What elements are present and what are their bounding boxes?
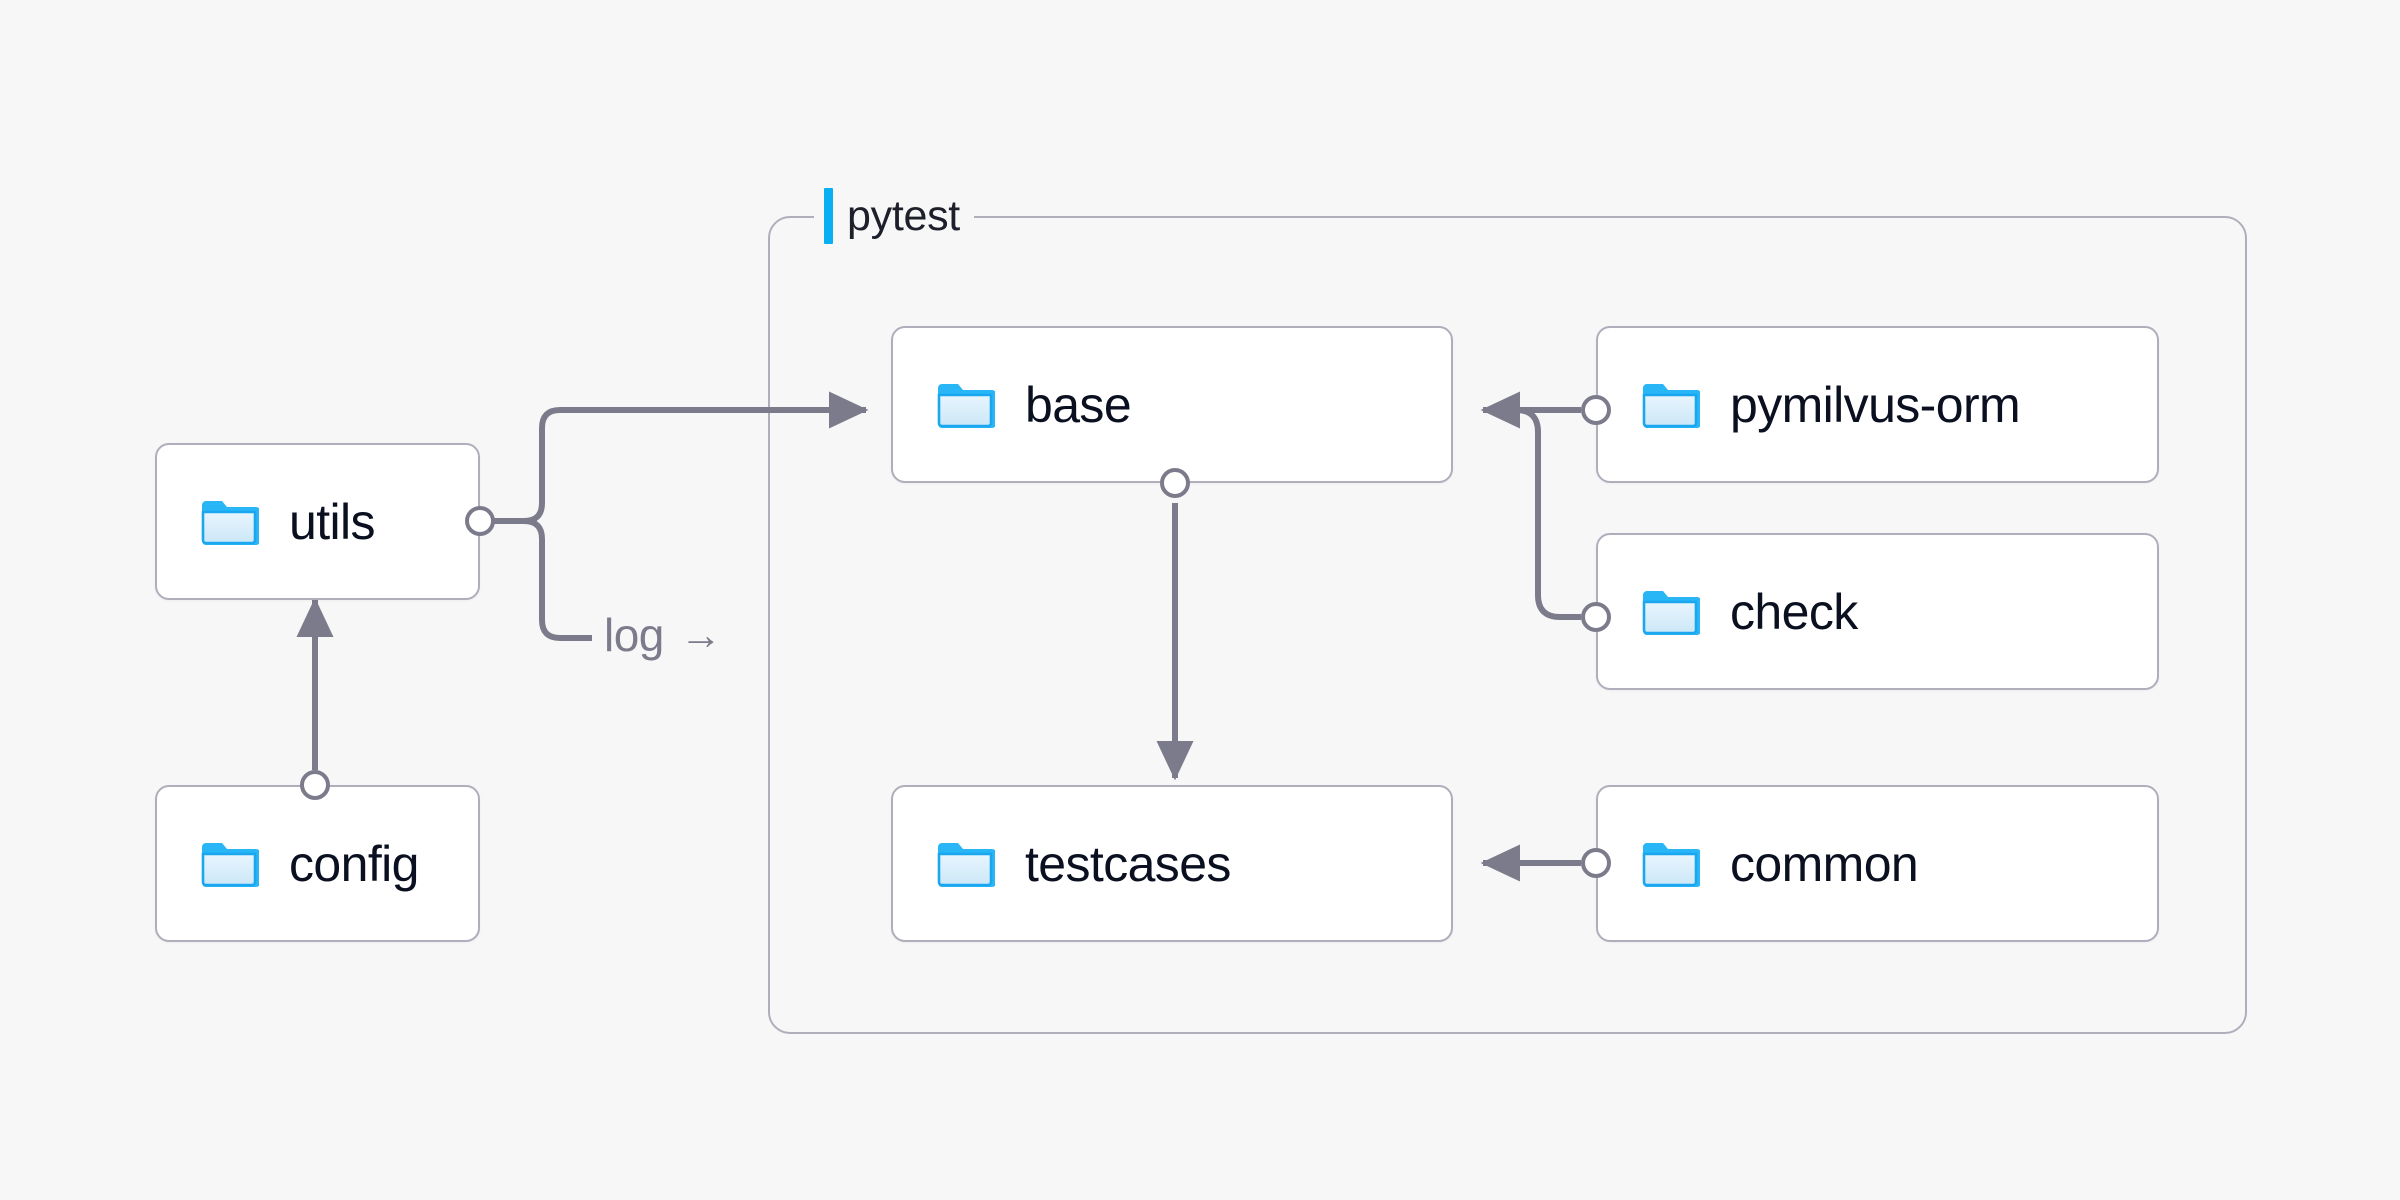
folder-icon	[1642, 383, 1700, 428]
group-label-pytest: pytest	[814, 186, 974, 246]
group-label-text: pytest	[847, 191, 960, 240]
port-check-left[interactable]	[1581, 602, 1611, 632]
node-common[interactable]: common	[1596, 785, 2159, 942]
node-label-pymilvus-orm: pymilvus-orm	[1730, 376, 2021, 433]
folder-icon	[1642, 590, 1700, 635]
node-label-testcases: testcases	[1025, 835, 1231, 892]
edge-label-log-text: log	[604, 609, 664, 661]
node-check[interactable]: check	[1596, 533, 2159, 690]
folder-icon	[1642, 842, 1700, 887]
folder-icon	[937, 383, 995, 428]
edge-label-log: log →	[604, 609, 722, 661]
port-utils-right[interactable]	[465, 506, 495, 536]
node-base[interactable]: base	[891, 326, 1453, 483]
folder-icon	[201, 842, 259, 887]
node-config[interactable]: config	[155, 785, 480, 942]
edge-utils-log	[494, 518, 592, 641]
group-container-pytest[interactable]	[768, 216, 2247, 1034]
arrow-right-icon: →	[679, 611, 722, 658]
folder-icon	[937, 842, 995, 887]
port-base-bottom[interactable]	[1160, 468, 1190, 498]
node-label-config: config	[289, 835, 419, 892]
node-label-check: check	[1730, 583, 1858, 640]
port-config-top[interactable]	[300, 770, 330, 800]
node-label-base: base	[1025, 376, 1132, 433]
accent-bar-icon	[824, 188, 833, 244]
node-testcases[interactable]: testcases	[891, 785, 1453, 942]
node-label-utils: utils	[289, 493, 376, 550]
port-common-left[interactable]	[1581, 848, 1611, 878]
node-label-common: common	[1730, 835, 1919, 892]
node-pymilvus-orm[interactable]: pymilvus-orm	[1596, 326, 2159, 483]
node-utils[interactable]: utils	[155, 443, 480, 600]
port-pymilvus-orm-left[interactable]	[1581, 395, 1611, 425]
folder-icon	[201, 500, 259, 545]
